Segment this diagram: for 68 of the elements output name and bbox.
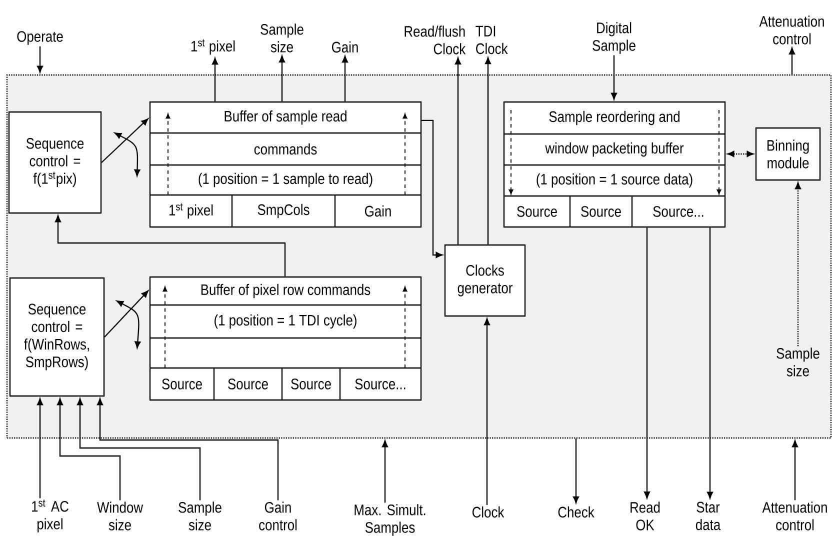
arrow [36,398,44,498]
signal-label: Clock [472,506,504,518]
arrow [278,55,286,102]
arrow [104,290,148,338]
signal-label: Max. Simult. Samples [354,504,426,536]
column-label: Source [517,206,557,217]
buffer-table [503,101,726,228]
arrow [644,228,650,499]
column-label: Source [162,378,202,390]
table-heading: window packeting buffer [545,142,684,157]
buffer-table [149,101,422,228]
column-label: 1$^{st}$ pixel [169,203,213,219]
arrow [706,228,714,499]
signal-label: Sample size [776,348,820,376]
signal-label: Operate [17,31,63,45]
process-box: Sequence control = f(WinRows, SmpRows) [9,277,105,397]
table-note: (1 position = 1 sample to read) [198,172,372,188]
arrow [36,46,44,73]
column-label: Gain [364,205,391,217]
column-label: Source [581,206,621,217]
arrow [572,438,580,504]
signal-label: TDI Clock [476,26,508,54]
signal-label: Check [558,506,594,518]
signal-label: Read/flush Clock [404,26,466,54]
process-box: Binning module [755,127,821,181]
table-note: (1 position = 1 source data) [536,173,692,188]
column-label: Source [291,378,331,390]
table-heading: Sample reordering and [549,110,680,126]
process-box: Sequence control = f(1$^{st}$pix) [8,111,102,214]
signal-label: Window size [97,502,144,530]
arrow [54,215,286,276]
arrow [76,398,201,500]
signal-label: 1$^{st}$ pixel [191,39,235,55]
column-label: SmpCols [258,204,310,218]
signal-label: Read OK [630,502,660,530]
buffer-table [149,276,422,401]
signal-label: Digital Sample [592,22,636,54]
arrow [484,318,490,505]
signal-label: Attenuation control [759,16,824,44]
arrow [342,56,348,102]
column-label: Source [228,378,268,390]
arrow [96,398,279,500]
signal-label: Star data [696,502,721,530]
table-heading: commands [254,143,317,155]
signal-label: Gain control [259,502,297,530]
column-label: Source... [355,378,406,390]
arrow [792,440,798,500]
arrow [382,440,388,503]
signal-label: Sample size [260,24,304,52]
arrow [454,57,462,244]
column-label: Source... [653,206,704,217]
arrow [610,55,618,100]
arrow [484,57,492,244]
process-box: Clocks generator [444,244,526,317]
arrow [788,47,796,74]
signal-label: Sample size [178,502,222,530]
arrow [56,398,121,500]
arrow [422,120,443,258]
arrow [212,58,218,102]
table-heading: Buffer of sample read [224,110,346,125]
signal-label: 1$^{st}$ AC pixel [32,500,68,532]
arrow [794,182,802,346]
arrow [727,150,754,158]
table-heading: (1 position = 1 TDI cycle) [214,314,356,329]
arrow [101,118,148,163]
table-heading: Buffer of pixel row commands [201,284,370,298]
signal-label: Attenuation control [762,502,827,530]
signal-label: Gain [332,41,358,53]
